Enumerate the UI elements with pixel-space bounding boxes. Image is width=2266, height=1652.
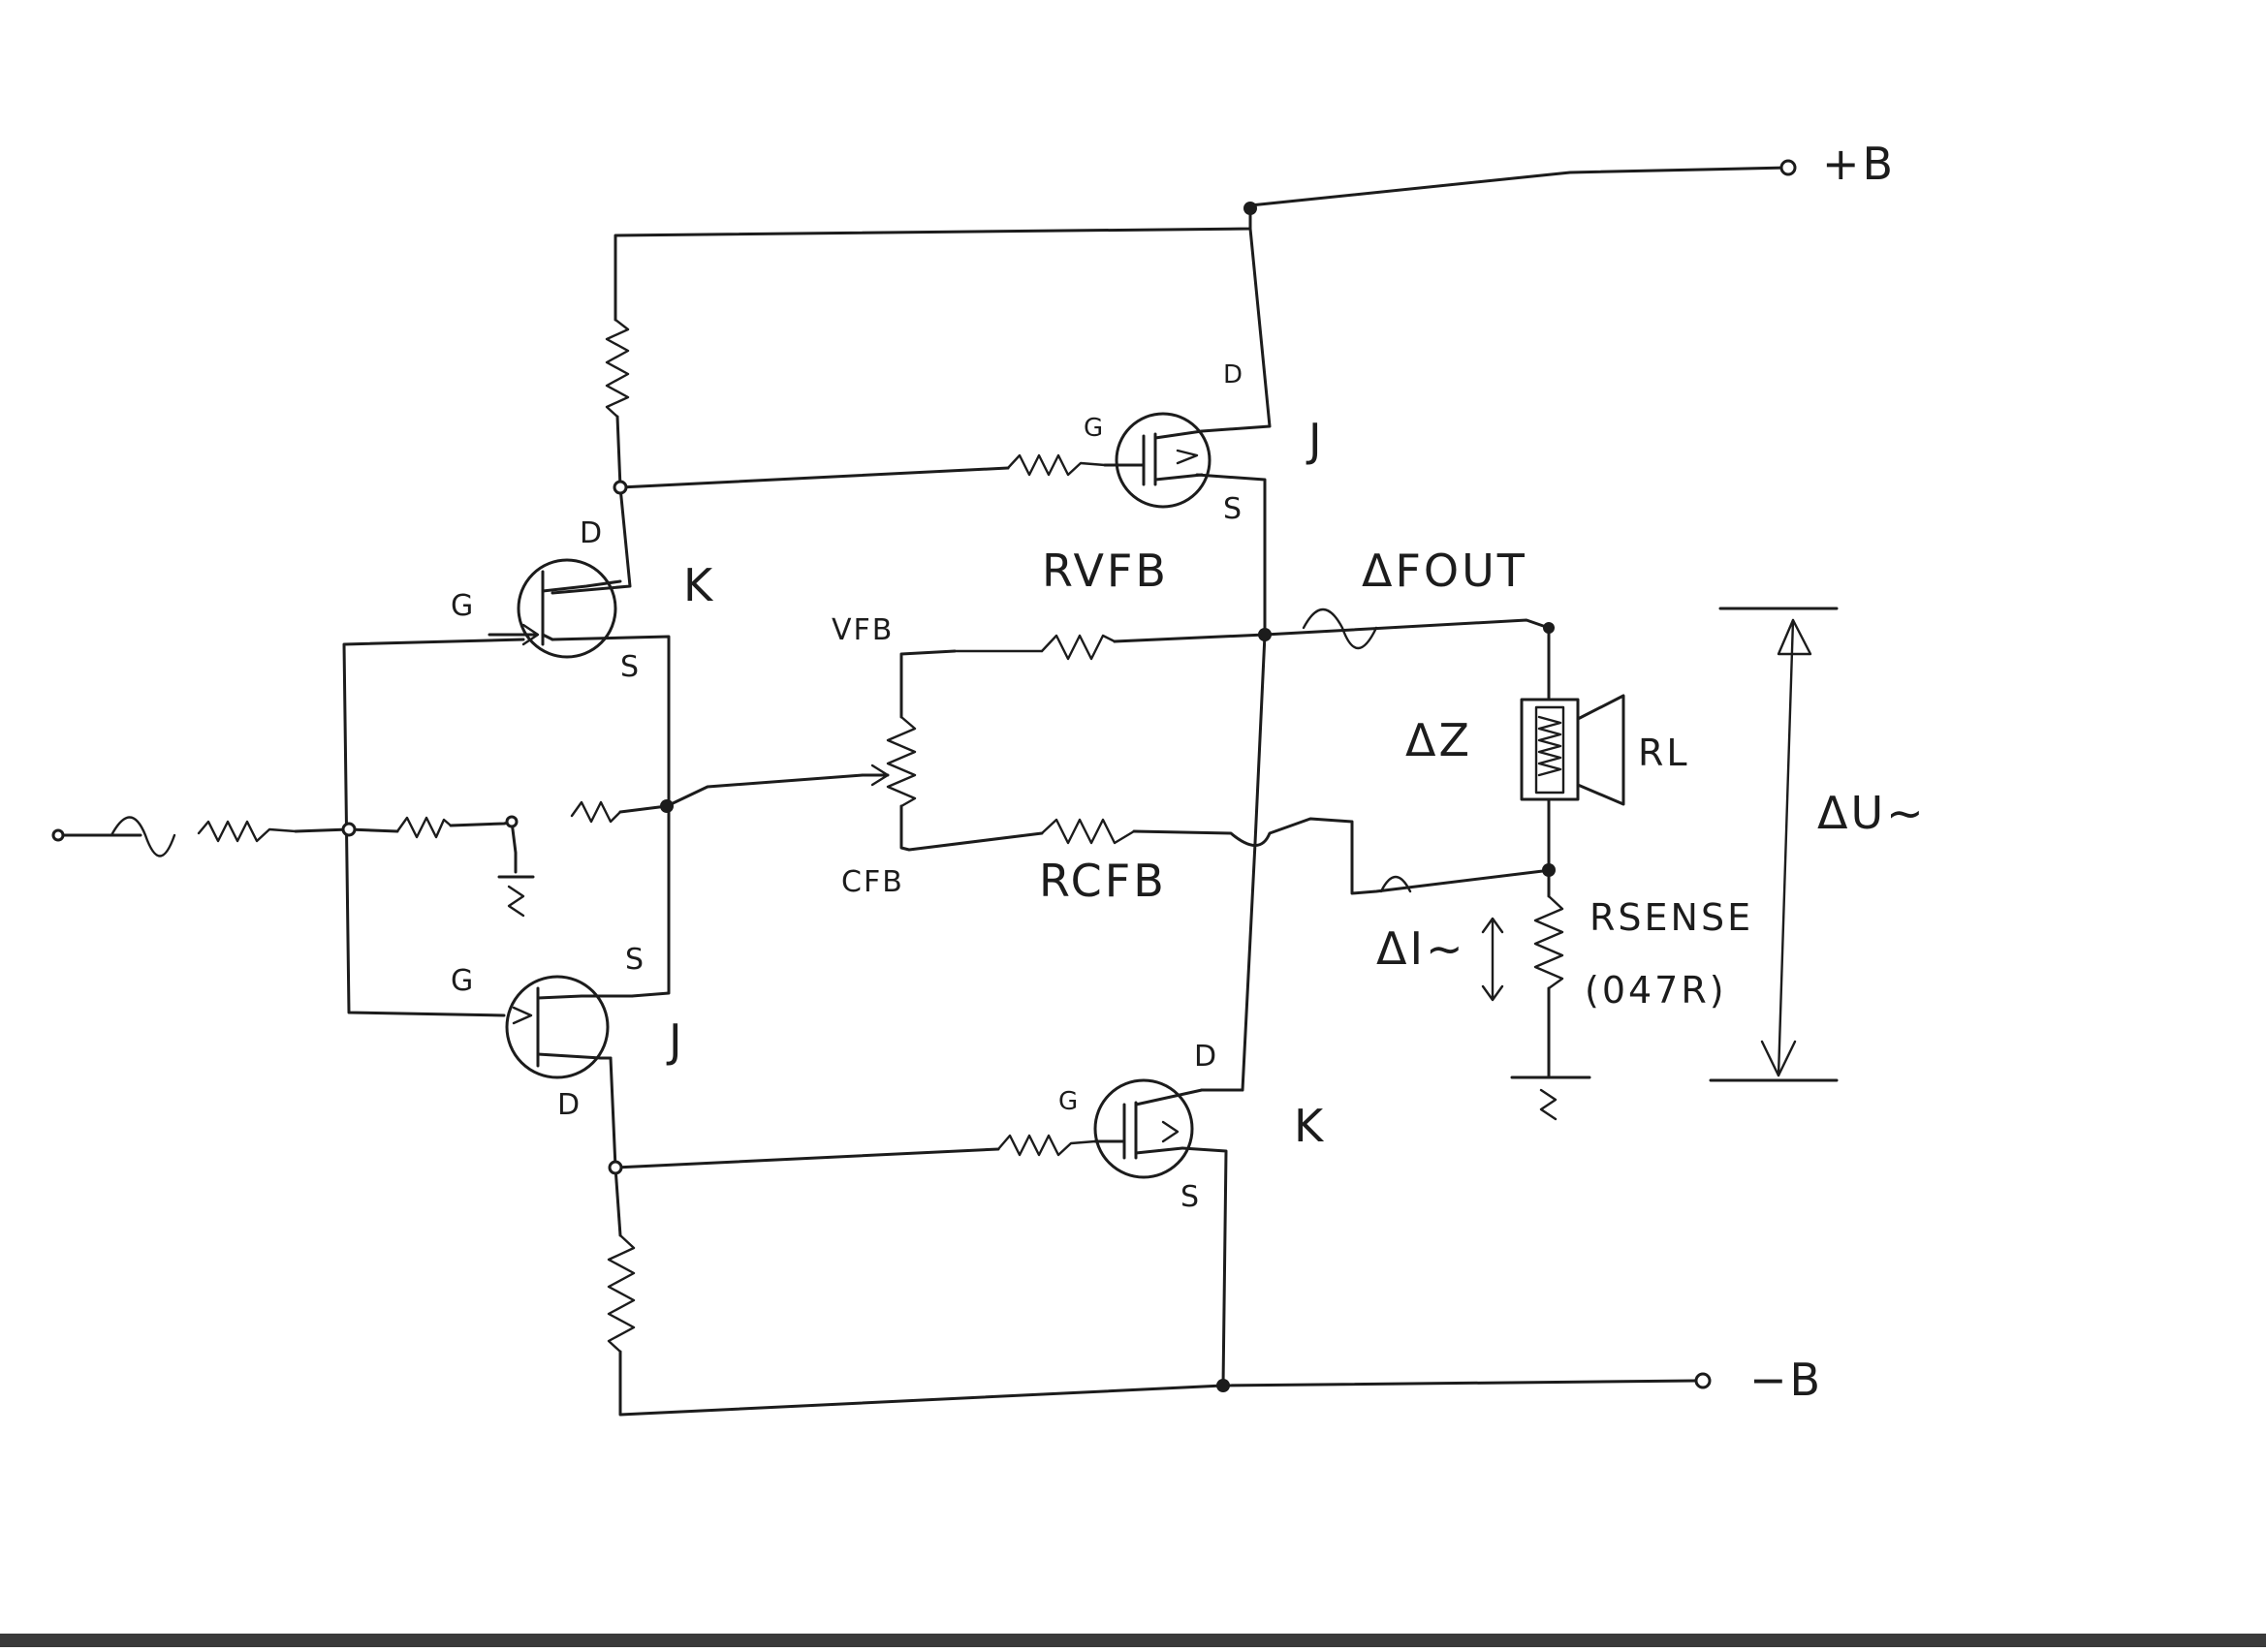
neg-rail-label: −B bbox=[1749, 1354, 1823, 1406]
pos-rail-label: +B bbox=[1822, 138, 1896, 190]
pos-terminal bbox=[1779, 159, 1797, 176]
top-left-wire bbox=[614, 203, 1252, 322]
resistor-j-right-gate bbox=[1006, 453, 1107, 477]
nodes bbox=[51, 159, 1797, 1392]
pot-wiper-wire bbox=[665, 773, 865, 808]
rcfb-label: RCFB bbox=[1039, 855, 1167, 907]
resistor-k-right-gate bbox=[996, 1134, 1097, 1157]
k-right-type-label: K bbox=[1294, 1100, 1326, 1152]
rsense-label: RSENSE bbox=[1589, 896, 1753, 939]
vfb-top-wire bbox=[899, 649, 957, 719]
resistor-top-left bbox=[605, 318, 630, 419]
delta-fout-label: ΔFOUT bbox=[1362, 545, 1527, 597]
j-right-drain-wire bbox=[1200, 227, 1272, 433]
resistor-rsense bbox=[1533, 894, 1564, 990]
resistor-mid-left bbox=[395, 816, 453, 839]
current-arrow-icon bbox=[1481, 917, 1504, 1002]
arrow-down-icon bbox=[1760, 1040, 1797, 1077]
j-right-gate-label: G bbox=[1084, 414, 1103, 443]
labels: +B −B D G S K D G S J G S D J D G S K VF… bbox=[451, 138, 1927, 1406]
j-left-drain-label: D bbox=[557, 1088, 582, 1122]
cfb-label: CFB bbox=[841, 865, 904, 899]
input-sine-icon bbox=[110, 816, 176, 857]
arrow-up-icon bbox=[1777, 618, 1812, 656]
j-left-source-label: S bbox=[625, 943, 645, 977]
wires bbox=[51, 166, 1790, 1417]
k-right-drain-label: D bbox=[1194, 1040, 1218, 1074]
transistor-j-right bbox=[1103, 412, 1212, 509]
signal-marks bbox=[110, 607, 1839, 1082]
resistors bbox=[197, 318, 1564, 1354]
ground-symbols bbox=[507, 885, 1558, 1121]
k-left-drain-wire bbox=[551, 415, 632, 595]
bridge-right-wire bbox=[551, 635, 671, 998]
feedback-pot bbox=[886, 715, 917, 808]
j-right-gate-wire bbox=[618, 466, 1010, 489]
resistor-bottom-left bbox=[607, 1233, 636, 1354]
j-right-type-label: J bbox=[1306, 414, 1325, 466]
pot-wiper-arrow-icon bbox=[870, 764, 890, 787]
resistor-input bbox=[197, 820, 298, 843]
k-left-type-label: K bbox=[683, 559, 715, 611]
delta-z-label: ΔZ bbox=[1405, 714, 1472, 766]
j-left-drain-wire bbox=[614, 1166, 622, 1237]
mid-wire-right bbox=[618, 804, 669, 814]
j-left-type-label: J bbox=[666, 1014, 685, 1067]
sense-sine-icon bbox=[1379, 875, 1412, 893]
k-right-gate-label: G bbox=[1058, 1087, 1078, 1116]
bias-ground-wire bbox=[510, 820, 518, 874]
j-left-gate-label: G bbox=[451, 964, 475, 998]
k-right-gate-wire bbox=[609, 1056, 1000, 1169]
rsense-value-label: (047R) bbox=[1585, 969, 1727, 1012]
neg-terminal bbox=[1694, 1372, 1712, 1389]
bridge-left-wire bbox=[342, 638, 525, 1017]
rl-label: RL bbox=[1638, 732, 1690, 774]
rcfb-sense-wire bbox=[1132, 817, 1553, 895]
resistor-mid-right bbox=[570, 800, 622, 824]
j-right-source-label: S bbox=[1223, 492, 1243, 526]
ground-icon bbox=[507, 885, 525, 918]
speaker-icon bbox=[1520, 694, 1625, 806]
transistor-k-left bbox=[488, 558, 622, 659]
neg-rail-wire bbox=[618, 1350, 1698, 1417]
k-left-gate-label: G bbox=[451, 589, 475, 623]
mid-wire-left bbox=[449, 820, 516, 827]
output-vertical-wire bbox=[1195, 473, 1267, 1092]
delta-u-label: ΔU~ bbox=[1817, 787, 1927, 839]
resistor-rvfb bbox=[1040, 634, 1117, 661]
rvfb-label: RVFB bbox=[1042, 545, 1169, 597]
k-left-drain-label: D bbox=[580, 516, 604, 550]
k-left-source-label: S bbox=[620, 650, 641, 684]
pos-rail-wire bbox=[1248, 166, 1790, 207]
k-right-source-label: S bbox=[1180, 1180, 1201, 1214]
scan-edge bbox=[0, 1634, 2266, 1647]
voltage-arrow-line bbox=[1777, 618, 1795, 1077]
transistor-j-left bbox=[505, 975, 634, 1079]
k-right-source-wire bbox=[1180, 1146, 1228, 1387]
ground-icon bbox=[1539, 1088, 1558, 1121]
transistor-k-right bbox=[1093, 1078, 1204, 1179]
cfb-bottom-wire bbox=[899, 804, 1044, 852]
output-sine-icon bbox=[1302, 608, 1378, 649]
vfb-label: VFB bbox=[832, 613, 894, 647]
resistor-rcfb bbox=[1040, 818, 1136, 845]
rvfb-out-wire bbox=[1113, 618, 1551, 700]
input-terminal bbox=[51, 828, 65, 842]
j-right-drain-label: D bbox=[1223, 360, 1243, 390]
delta-i-label: ΔI~ bbox=[1376, 922, 1466, 975]
